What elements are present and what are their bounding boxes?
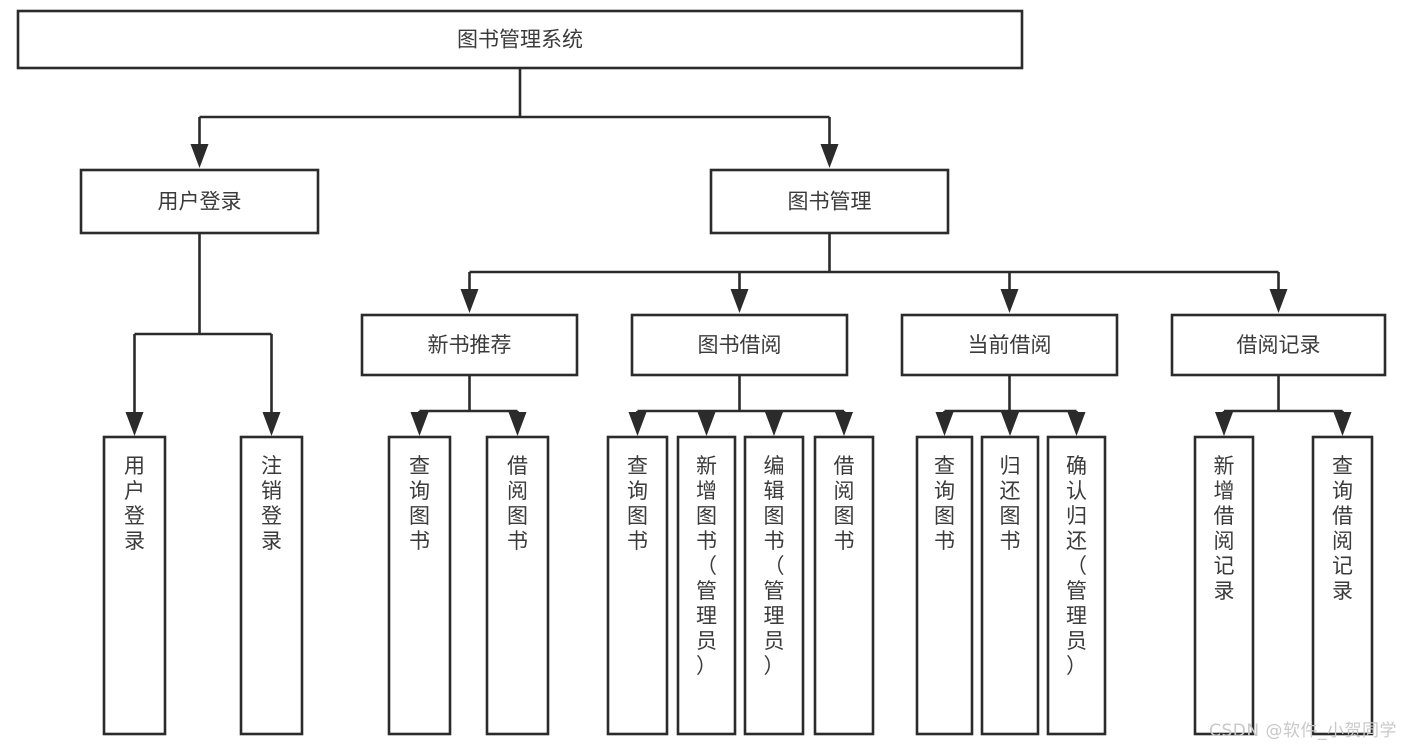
node-box-leaf-query-record [1311,435,1374,736]
arrow-head-icon-leaf-query-book-rec [410,412,429,436]
arrow-head-icon-book-manage [820,144,839,168]
arrow-head-icon-leaf-logout [262,412,281,436]
arrow-head-icon-leaf-confirm-return [1067,412,1086,436]
node-leaf-borrow-book-bor[interactable]: 借阅图书 [813,435,875,736]
node-leaf-add-record[interactable]: 新增借阅记录 [1193,435,1255,736]
node-box-current-borrow [900,313,1119,377]
node-leaf-return-book[interactable]: 归还图书 [980,435,1040,736]
node-label-leaf-query-book-bor: 查询图书 [627,454,648,553]
node-label-leaf-query-record: 查询借阅记录 [1332,454,1353,603]
node-label-leaf-confirm-return: 确认归还（管理员） [1066,454,1087,678]
arrow-head-icon-borrow-record [1269,289,1288,313]
node-leaf-borrow-book-rec[interactable]: 借阅图书 [485,435,550,736]
arrow-head-icon-new-book-rec [460,289,479,313]
node-book-borrow[interactable]: 图书借阅 [630,313,849,377]
node-box-book-manage [709,168,950,235]
node-root[interactable]: 图书管理系统 [16,9,1024,70]
node-box-user-login [79,168,320,235]
node-label-book-borrow: 图书借阅 [698,333,782,357]
node-label-book-manage: 图书管理 [788,190,872,214]
node-new-book-rec[interactable]: 新书推荐 [360,313,579,377]
arrow-head-icon-leaf-query-book-bor [628,412,647,436]
node-leaf-query-book-bor[interactable]: 查询图书 [606,435,669,736]
node-box-leaf-logout [239,435,304,736]
node-borrow-record[interactable]: 借阅记录 [1170,313,1387,377]
arrow-head-icon-leaf-edit-book [765,412,783,436]
node-box-leaf-user-login [102,435,167,736]
arrow-head-icon-user-login [190,144,209,168]
connector-layer [125,68,1352,436]
node-leaf-query-book-rec[interactable]: 查询图书 [387,435,452,736]
node-box-leaf-edit-book [743,435,805,736]
arrow-head-icon-leaf-add-book [697,412,716,436]
node-label-leaf-edit-book: 编辑图书（管理员） [764,454,785,678]
node-current-borrow[interactable]: 当前借阅 [900,313,1119,377]
node-box-leaf-borrow-book-rec [485,435,550,736]
node-label-leaf-logout: 注销登录 [261,454,282,553]
node-label-leaf-borrow-book-rec: 借阅图书 [507,454,528,553]
node-box-leaf-query-book-rec [387,435,452,736]
node-label-user-login: 用户登录 [158,190,242,214]
arrow-head-icon-book-borrow [730,289,749,313]
node-leaf-query-record[interactable]: 查询借阅记录 [1311,435,1374,736]
arrow-head-icon-leaf-query-record [1333,412,1352,436]
node-label-borrow-record: 借阅记录 [1237,333,1321,357]
node-box-leaf-add-book [676,435,737,736]
node-leaf-confirm-return[interactable]: 确认归还（管理员） [1046,435,1107,736]
node-box-new-book-rec [360,313,579,377]
node-layer: 图书管理系统用户登录图书管理新书推荐图书借阅当前借阅借阅记录用户登录注销登录查询… [16,9,1387,736]
node-leaf-edit-book[interactable]: 编辑图书（管理员） [743,435,805,736]
node-label-leaf-user-login: 用户登录 [124,454,145,553]
arrow-head-icon-leaf-borrow-book-bor [835,412,853,436]
node-box-book-borrow [630,313,849,377]
node-box-leaf-return-book [980,435,1040,736]
node-box-root [16,9,1024,70]
node-label-leaf-query-book-cur: 查询图书 [934,454,955,553]
node-user-login[interactable]: 用户登录 [79,168,320,235]
node-label-root: 图书管理系统 [457,28,583,52]
node-box-leaf-borrow-book-bor [813,435,875,736]
arrow-head-icon-current-borrow [1000,289,1019,313]
arrow-head-icon-leaf-user-login [125,412,144,436]
node-label-new-book-rec: 新书推荐 [428,333,512,357]
node-label-leaf-add-book: 新增图书（管理员） [696,454,717,678]
arrow-head-icon-leaf-query-book-cur [935,412,954,436]
node-label-current-borrow: 当前借阅 [968,333,1052,357]
arrow-head-icon-leaf-return-book [1001,412,1019,436]
node-box-leaf-add-record [1193,435,1255,736]
node-box-borrow-record [1170,313,1387,377]
node-box-leaf-query-book-bor [606,435,669,736]
arrow-head-icon-leaf-add-record [1215,412,1233,436]
node-leaf-user-login[interactable]: 用户登录 [102,435,167,736]
node-label-leaf-add-record: 新增借阅记录 [1214,454,1235,603]
node-book-manage[interactable]: 图书管理 [709,168,950,235]
node-label-leaf-query-book-rec: 查询图书 [409,454,430,553]
node-leaf-add-book[interactable]: 新增图书（管理员） [676,435,737,736]
csdn-watermark: CSDN @软件_小贺同学 [1209,721,1397,741]
arrow-head-icon-leaf-borrow-book-rec [508,412,527,436]
node-label-leaf-return-book: 归还图书 [1000,454,1021,553]
node-label-leaf-borrow-book-bor: 借阅图书 [834,454,855,553]
node-box-leaf-confirm-return [1046,435,1107,736]
node-leaf-query-book-cur[interactable]: 查询图书 [915,435,974,736]
node-leaf-logout[interactable]: 注销登录 [239,435,304,736]
node-box-leaf-query-book-cur [915,435,974,736]
